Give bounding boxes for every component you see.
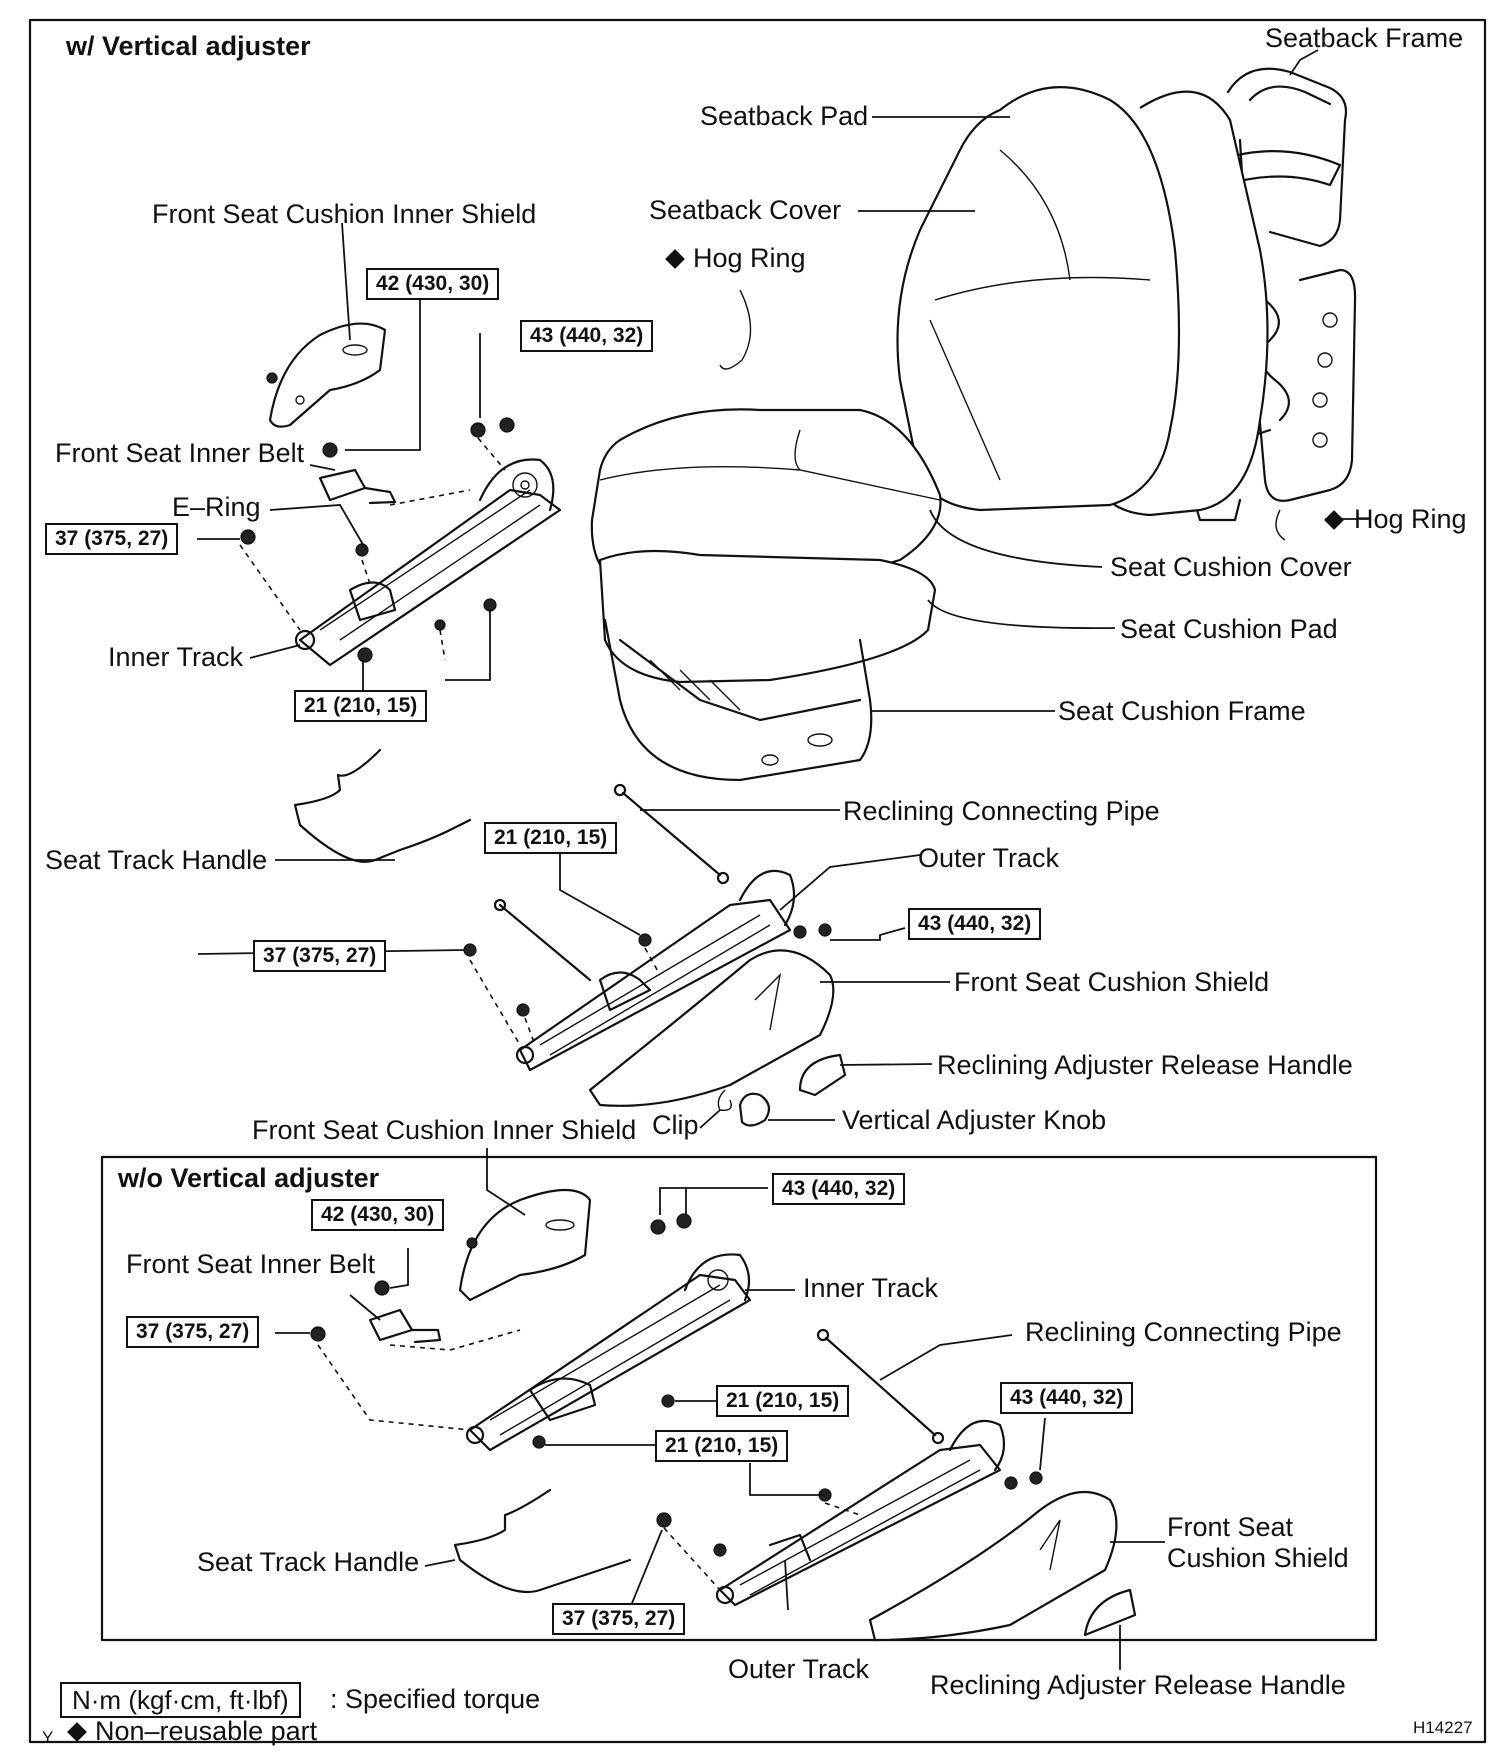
front-seat-inner-belt-drawing — [318, 468, 397, 505]
clip-drawing — [717, 1089, 732, 1111]
label-seatback-frame: Seatback Frame — [1265, 23, 1464, 53]
label-seat-track-handle: Seat Track Handle — [45, 845, 268, 875]
inset-inner-track-drawing — [465, 1253, 752, 1452]
label-vertical-adjuster-knob: Vertical Adjuster Knob — [842, 1105, 1107, 1135]
reclining-connecting-pipe-drawing — [613, 783, 730, 885]
label-e-ring: E–Ring — [172, 492, 261, 522]
torque-21-inset-a: 21 (210, 15) — [716, 1385, 850, 1417]
section-title-with-adjuster: w/ Vertical adjuster — [66, 31, 311, 61]
torque-37-inset-a: 37 (375, 27) — [126, 1316, 260, 1348]
reclining-adjuster-release-handle-drawing — [798, 1053, 847, 1097]
legend-torque-desc: : Specified torque — [330, 1684, 541, 1714]
outer-frame — [28, 18, 1487, 1744]
label-hog-ring-top: Hog Ring — [693, 243, 806, 273]
torque-42-inset: 42 (430, 30) — [311, 1199, 445, 1231]
label-inner-track: Inner Track — [108, 642, 244, 672]
inset-reclining-adjuster-release-handle-drawing — [1083, 1588, 1137, 1637]
inset-frame — [100, 1155, 1378, 1642]
inset-inner-belt-drawing — [368, 1308, 442, 1344]
torque-42: 42 (430, 30) — [366, 268, 500, 300]
inset-inner-shield-drawing — [458, 1189, 592, 1302]
torque-37-top: 37 (375, 27) — [45, 523, 179, 555]
bolt — [266, 372, 278, 384]
label-inner-track-inset: Inner Track — [803, 1273, 939, 1303]
label-hog-ring-right: Hog Ring — [1354, 504, 1467, 534]
label-clip: Clip — [652, 1110, 699, 1140]
seat-cushion-frame-drawing — [603, 618, 873, 782]
outer-track-drawing — [493, 869, 796, 1072]
label-reclining-connecting-pipe-inset: Reclining Connecting Pipe — [1025, 1317, 1342, 1347]
section-title-without-adjuster: w/o Vertical adjuster — [118, 1163, 380, 1193]
legend-torque-unit: N·m (kgf·cm, ft·lbf) — [60, 1682, 301, 1718]
inset-outer-track-drawing — [715, 1419, 1006, 1607]
torque-43-mid: 43 (440, 32) — [908, 908, 1042, 940]
torque-43-top: 43 (440, 32) — [520, 320, 654, 352]
label-reclining-connecting-pipe: Reclining Connecting Pipe — [843, 796, 1160, 826]
front-seat-cushion-shield-drawing — [588, 949, 835, 1107]
torque-21-inset-b: 21 (210, 15) — [655, 1430, 789, 1462]
label-front-seat-cushion-inner-shield: Front Seat Cushion Inner Shield — [152, 199, 537, 229]
label-outer-track: Outer Track — [918, 843, 1060, 873]
corner-mark: Y — [42, 1728, 54, 1747]
inset-front-seat-cushion-shield-drawing — [868, 1490, 1118, 1642]
torque-43-inset-a: 43 (440, 32) — [772, 1173, 906, 1205]
diagram-id: H14227 — [1413, 1718, 1473, 1737]
label-seatback-pad: Seatback Pad — [700, 101, 869, 131]
label-outer-track-inset: Outer Track — [728, 1654, 870, 1684]
label-reclining-adjuster-release-handle-inset: Reclining Adjuster Release Handle — [930, 1670, 1346, 1700]
label-reclining-adjuster-release-handle: Reclining Adjuster Release Handle — [937, 1050, 1353, 1080]
bolt — [322, 442, 338, 458]
label-seat-cushion-cover: Seat Cushion Cover — [1110, 552, 1352, 582]
label-seat-cushion-pad: Seat Cushion Pad — [1120, 614, 1338, 644]
inset-reclining-connecting-pipe-drawing — [816, 1328, 945, 1445]
label-seat-track-handle-inset: Seat Track Handle — [197, 1547, 420, 1577]
label-front-seat-inset: Front Seat — [1167, 1512, 1294, 1542]
inset-seat-track-handle-drawing — [453, 1488, 632, 1594]
torque-37-mid: 37 (375, 27) — [253, 940, 387, 972]
torque-37-inset-b: 37 (375, 27) — [552, 1603, 686, 1635]
label-front-seat-cushion-inner-shield-2: Front Seat Cushion Inner Shield — [252, 1115, 637, 1145]
label-seat-cushion-frame: Seat Cushion Frame — [1058, 696, 1306, 726]
label-cushion-shield-inset: Cushion Shield — [1167, 1543, 1349, 1573]
seatback-cover-drawing — [896, 86, 1181, 512]
label-front-seat-inner-belt-inset: Front Seat Inner Belt — [126, 1249, 376, 1279]
leader-lines — [197, 49, 1370, 1670]
vertical-adjuster-knob-drawing — [738, 1092, 771, 1127]
label-front-seat-cushion-shield: Front Seat Cushion Shield — [954, 967, 1270, 997]
inner-track-top-drawing — [294, 458, 562, 667]
torque-21-top: 21 (210, 15) — [294, 690, 428, 722]
seat-cushion-pad-drawing — [598, 549, 937, 684]
torque-21-mid: 21 (210, 15) — [484, 822, 618, 854]
torque-43-inset-b: 43 (440, 32) — [1000, 1382, 1134, 1414]
label-front-seat-inner-belt: Front Seat Inner Belt — [55, 438, 305, 468]
label-seatback-cover: Seatback Cover — [649, 195, 842, 225]
front-seat-cushion-inner-shield-drawing — [268, 322, 387, 428]
legend-nonreusable: Non–reusable part — [95, 1716, 318, 1746]
seat-track-handle-drawing — [293, 748, 472, 863]
hog-ring-right — [1275, 509, 1286, 541]
hog-ring-top — [719, 289, 752, 370]
